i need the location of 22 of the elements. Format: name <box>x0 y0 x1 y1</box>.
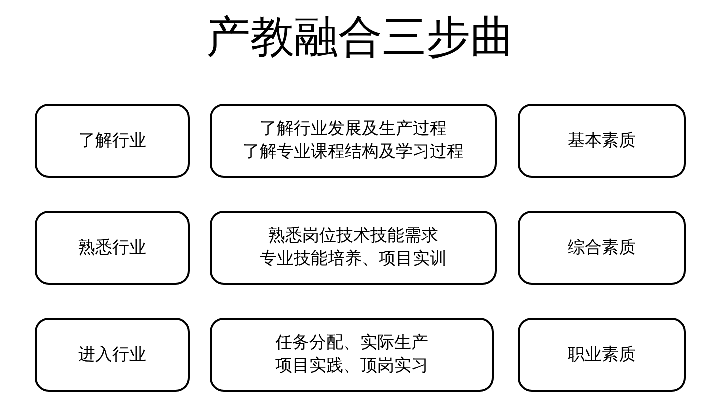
box-text: 了解专业课程结构及学习过程 <box>243 141 464 164</box>
box-text: 项目实践、顶岗实习 <box>276 355 428 378</box>
title: 产教融合三步曲 <box>206 11 516 65</box>
text-box <box>518 318 686 392</box>
box-text: 职业素质 <box>568 344 636 366</box>
box-text: 基本素质 <box>568 130 636 152</box>
text-box <box>210 211 497 285</box>
text-box <box>35 104 190 178</box>
box-text: 综合素质 <box>568 236 636 260</box>
text-box <box>35 211 190 285</box>
box-text: 任务分配、实际生产 <box>276 332 428 355</box>
box-text: 熟悉行业 <box>78 236 146 260</box>
box-text: 进入行业 <box>78 344 146 366</box>
text-box <box>210 318 494 392</box>
text-box <box>518 211 686 285</box>
text-box <box>210 104 497 178</box>
box-text: 了解行业 <box>78 130 146 152</box>
text-box <box>518 104 686 178</box>
text-box <box>35 318 190 392</box>
box-text: 了解行业发展及生产过程 <box>260 118 447 141</box>
box-text: 专业技能培养、项目实训 <box>260 248 447 271</box>
box-text: 熟悉岗位技术技能需求 <box>268 225 438 248</box>
